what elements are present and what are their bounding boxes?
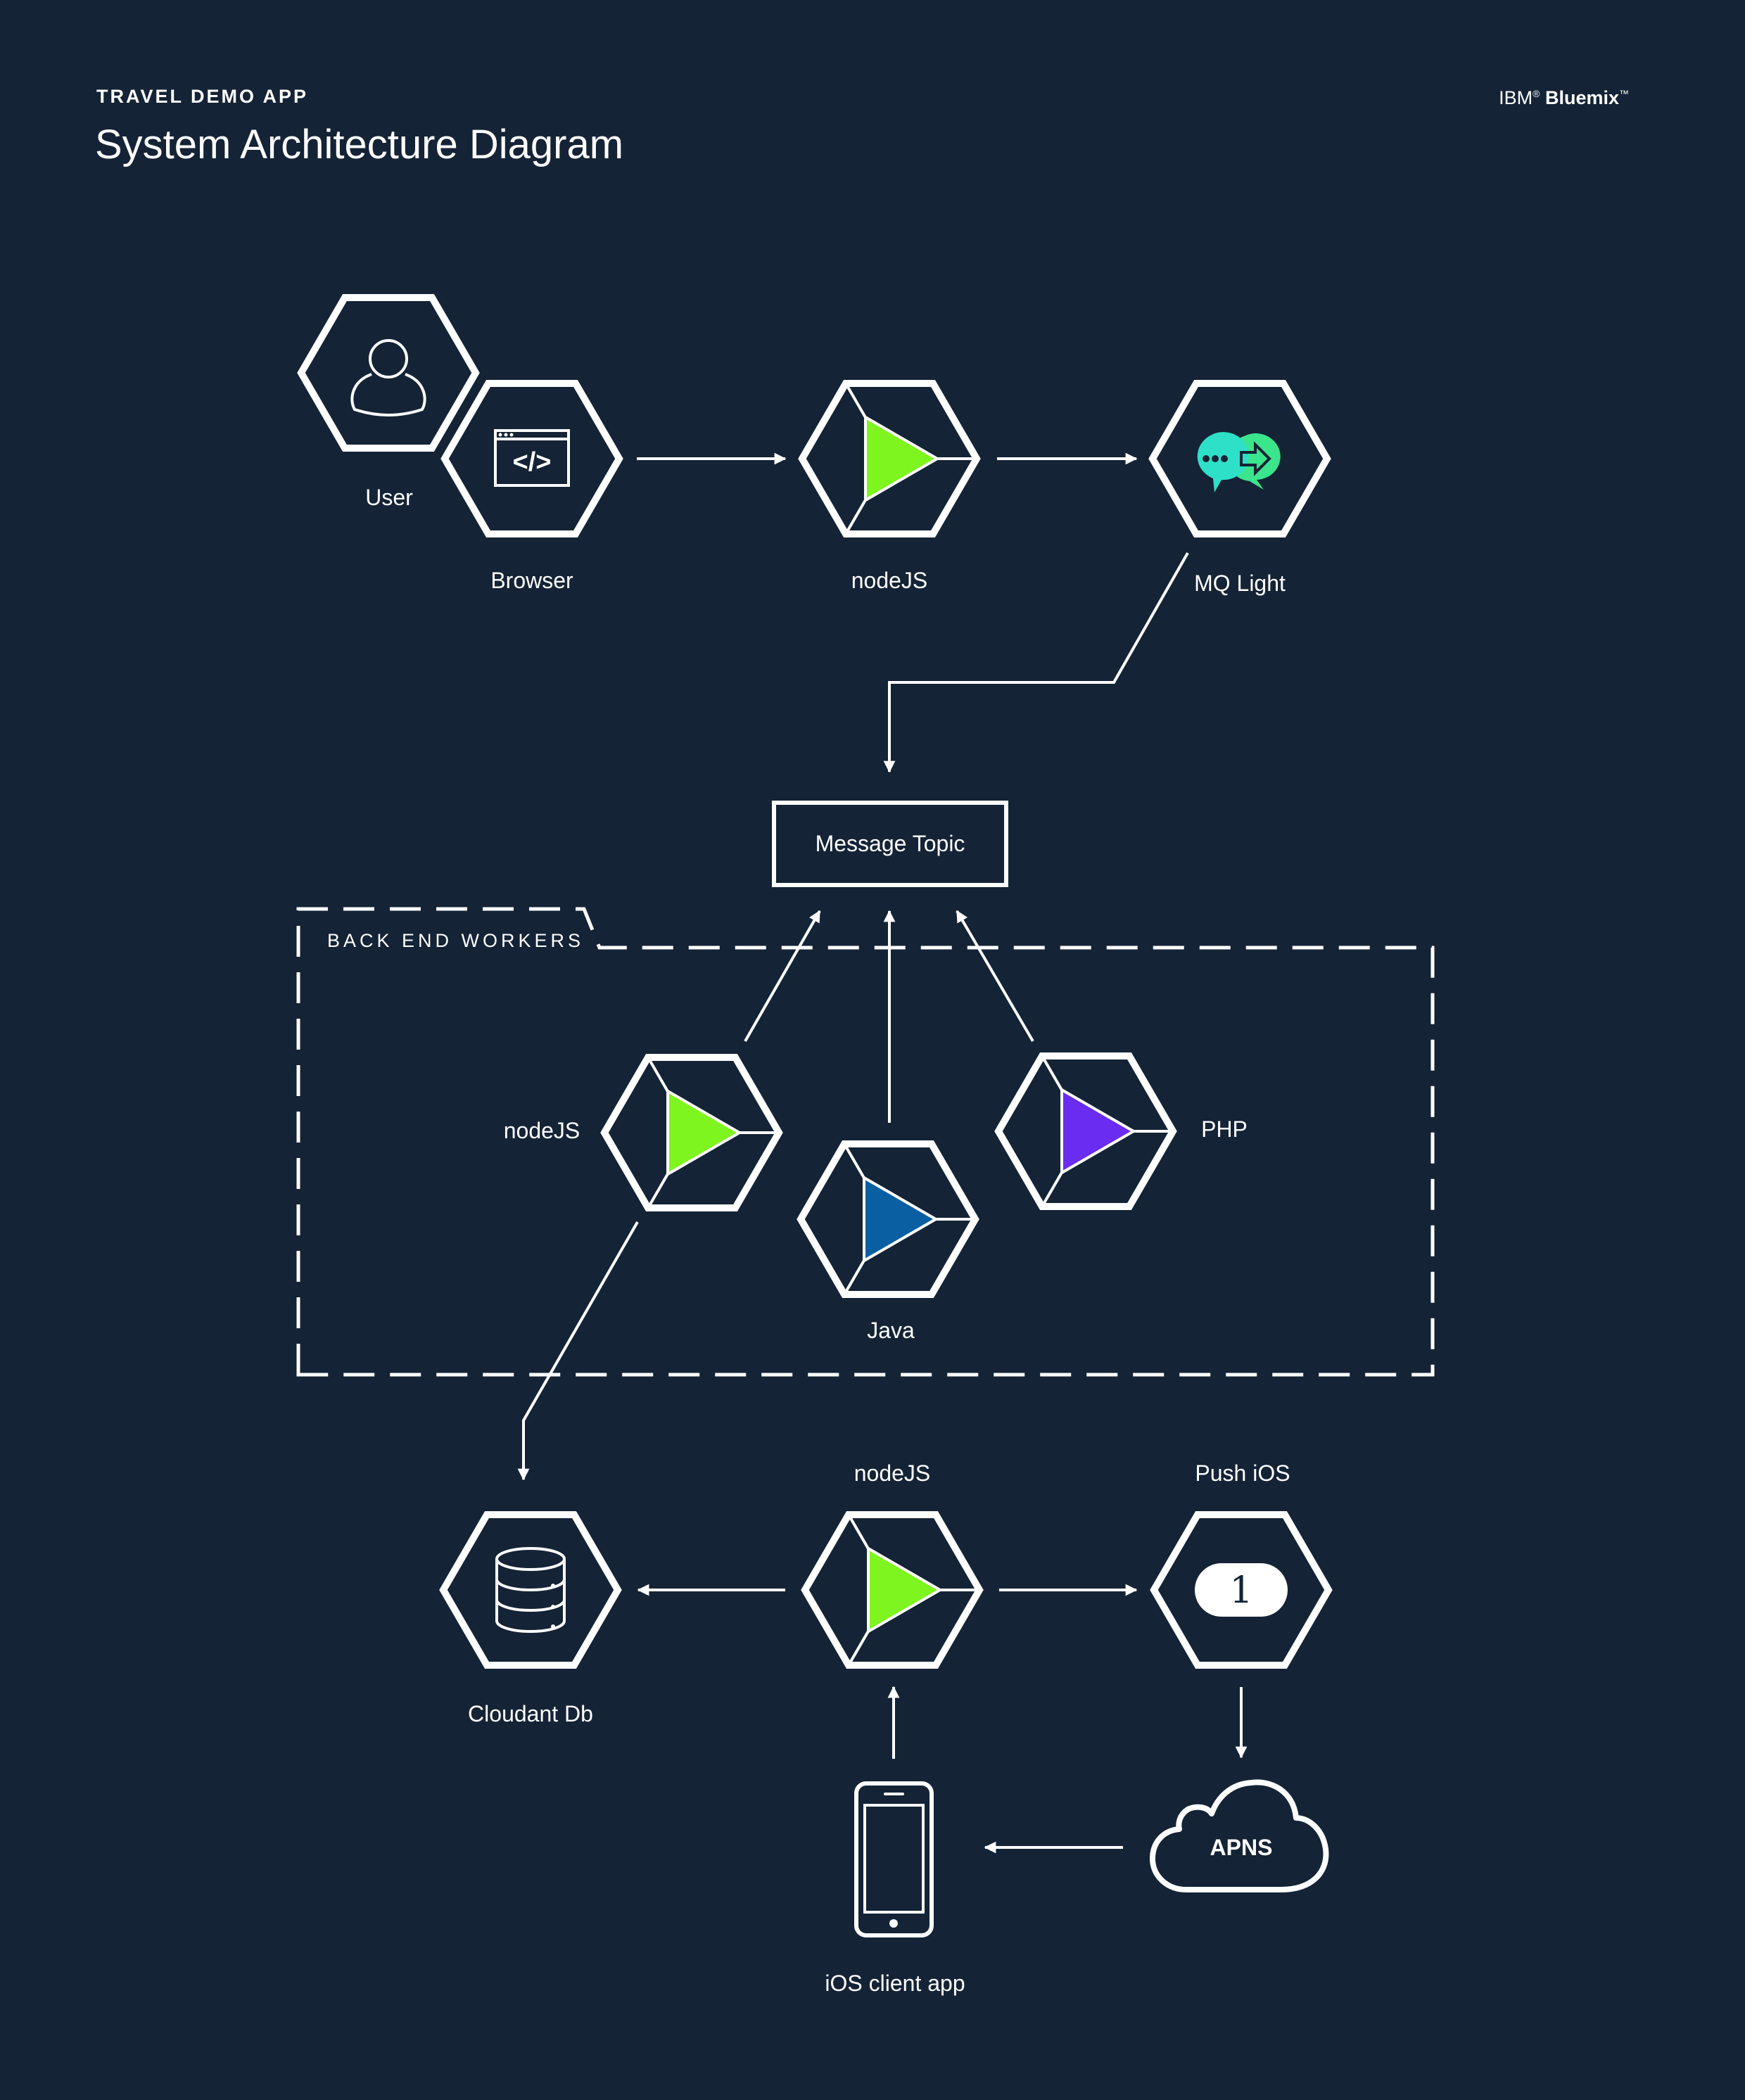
message-topic-node: Message Topic xyxy=(772,801,1008,887)
browser-node: </> xyxy=(440,380,623,537)
back-end-workers-label: BACK END WORKERS xyxy=(327,930,584,951)
worker-java-label: Java xyxy=(867,1318,915,1343)
java-icon xyxy=(843,1143,975,1296)
user-label: User xyxy=(365,485,413,510)
nodejs-bottom-label: nodeJS xyxy=(854,1461,931,1486)
mq-light-label: MQ Light xyxy=(1194,571,1286,596)
nodejs-icon xyxy=(847,1513,979,1667)
arrow-worker-node-to-topic xyxy=(744,910,821,1042)
mq-light-node xyxy=(1148,380,1331,537)
message-topic-label: Message Topic xyxy=(816,831,965,856)
arrow-worker-node-to-cloudant xyxy=(517,1221,639,1481)
worker-nodejs-node xyxy=(600,1054,783,1211)
push-badge-icon: 1 xyxy=(1195,1563,1288,1617)
svg-text:</>: </> xyxy=(513,447,552,477)
connectors xyxy=(517,452,1248,1854)
user-node xyxy=(297,294,480,452)
worker-php-label: PHP xyxy=(1201,1116,1248,1142)
database-icon xyxy=(495,1547,566,1633)
apns-node: APNS xyxy=(1150,1779,1329,1892)
nodejs-icon xyxy=(844,382,977,535)
worker-java-node xyxy=(797,1140,979,1298)
arrow-php-to-topic xyxy=(956,910,1034,1043)
cloud-icon xyxy=(1150,1779,1329,1892)
worker-php-node xyxy=(994,1052,1177,1210)
arrow-mqlight-to-message-topic xyxy=(883,552,1189,773)
php-icon xyxy=(1041,1055,1173,1208)
user-icon xyxy=(350,339,426,416)
push-ios-node: 1 xyxy=(1150,1511,1333,1669)
browser-label: Browser xyxy=(490,568,573,593)
ios-client-node: iOS client app xyxy=(825,1781,965,1996)
back-end-workers-group: BACK END WORKERS xyxy=(296,907,1435,1377)
mq-light-icon xyxy=(1197,432,1281,492)
nodejs-bottom-node xyxy=(801,1511,984,1669)
diagram-title: System Architecture Diagram xyxy=(95,122,624,167)
ios-client-label: iOS client app xyxy=(825,1971,965,1996)
diagram-supertitle: TRAVEL DEMO APP xyxy=(96,86,309,107)
nodejs-top-label: nodeJS xyxy=(851,568,928,593)
apns-label: APNS xyxy=(1210,1835,1273,1860)
worker-nodejs-label: nodeJS xyxy=(504,1118,580,1143)
browser-icon: </> xyxy=(494,429,570,487)
cloudant-label: Cloudant Db xyxy=(468,1701,593,1726)
phone-icon xyxy=(854,1781,934,1937)
nodejs-top-node xyxy=(798,380,981,537)
brand-logo: IBM® Bluemix™ xyxy=(1499,87,1629,108)
push-ios-label: Push iOS xyxy=(1195,1461,1290,1486)
cloudant-node xyxy=(439,1511,622,1669)
push-badge-count: 1 xyxy=(1229,1570,1252,1612)
nodejs-icon xyxy=(647,1056,779,1209)
